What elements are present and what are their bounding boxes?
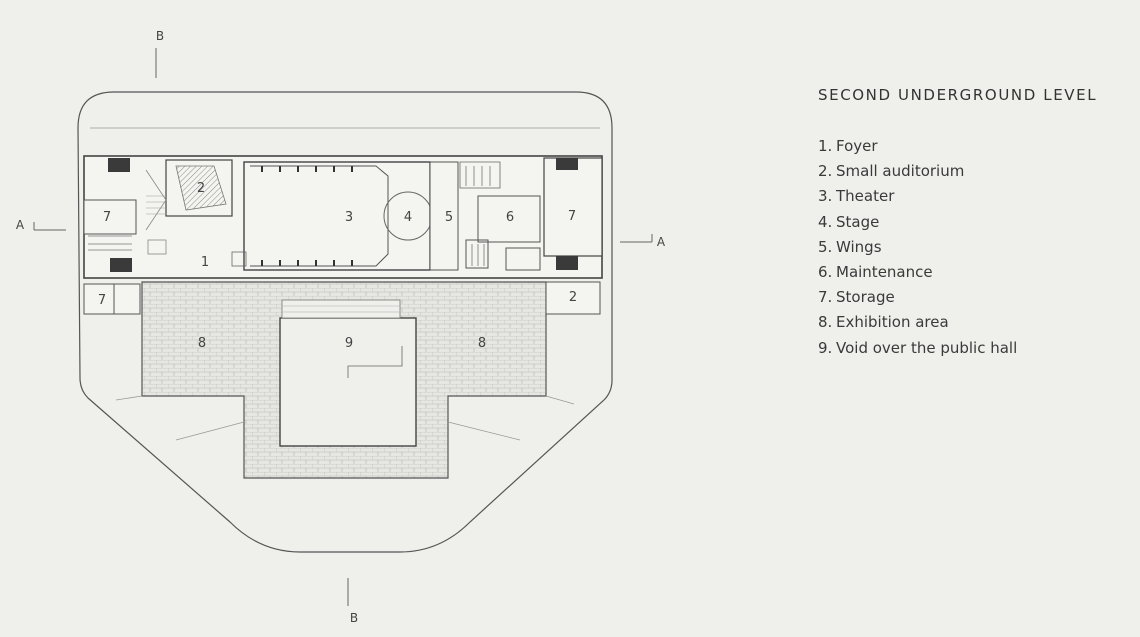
legend-label: Maintenance: [836, 263, 933, 282]
legend-number: 5.: [818, 237, 833, 256]
legend-number: 3.: [818, 187, 833, 206]
legend-label: Wings: [836, 237, 882, 256]
legend-title: SECOND UNDERGROUND LEVEL: [818, 86, 1098, 104]
room-label-storage-bottom: 7: [98, 293, 106, 308]
legend-label: Theater: [836, 187, 895, 206]
legend-item-storage: 7.Storage: [818, 285, 1118, 310]
legend-number: 7.: [818, 288, 833, 307]
legend-label: Foyer: [836, 137, 878, 155]
legend-list: 1.Foyer 2.Small auditorium 3.Theater 4.S…: [818, 134, 1118, 361]
section-line-a-left: [33, 222, 66, 231]
legend-item-theater: 3.Theater: [818, 184, 1118, 209]
section-line-a-right: [620, 234, 653, 243]
room-label-exhibition-right: 8: [478, 336, 486, 351]
room-label-foyer: 1: [201, 255, 209, 270]
legend-item-maintenance: 6.Maintenance: [818, 260, 1118, 285]
legend-number: 6.: [818, 263, 833, 282]
legend-number: 9.: [818, 338, 833, 357]
legend-label: Storage: [836, 288, 895, 307]
site-outline: [77, 91, 613, 553]
legend-item-foyer: 1.Foyer: [818, 134, 1118, 159]
legend-label: Small auditorium: [836, 162, 965, 181]
floor-plan: B B A A 1 2 2 3 4 5 6 7 7: [16, 29, 666, 625]
section-mark-b-top: B: [156, 29, 164, 43]
room-label-theater: 3: [345, 210, 353, 225]
room-label-storage-right: 7: [568, 209, 576, 224]
room-label-stage: 4: [404, 210, 412, 225]
legend-label: Exhibition area: [836, 313, 949, 332]
theater-room: [243, 161, 431, 271]
section-mark-a-right: A: [657, 235, 666, 249]
maintenance-room: [477, 195, 541, 243]
room-label-small-auditorium: 2: [197, 181, 205, 196]
section-mark-b-bottom: B: [350, 611, 358, 625]
room-label-storage-left: 7: [103, 210, 111, 225]
legend-label: Stage: [836, 212, 880, 231]
legend-label: Void over the public hall: [836, 338, 1018, 357]
room-label-small-auditorium-2: 2: [569, 290, 577, 305]
room-label-exhibition-left: 8: [198, 336, 206, 351]
void-over-public-hall: [279, 317, 417, 447]
legend: SECOND UNDERGROUND LEVEL 1.Foyer 2.Small…: [818, 86, 1118, 361]
legend-item-stage: 4.Stage: [818, 210, 1118, 235]
legend-item-void: 9.Void over the public hall: [818, 336, 1118, 361]
legend-number: 1.: [818, 137, 833, 155]
section-mark-a-left: A: [16, 218, 25, 232]
legend-number: 4.: [818, 212, 833, 231]
legend-number: 2.: [818, 162, 833, 181]
legend-number: 8.: [818, 313, 833, 332]
legend-item-wings: 5.Wings: [818, 235, 1118, 260]
legend-item-exhibition-area: 8.Exhibition area: [818, 310, 1118, 335]
room-label-maintenance: 6: [506, 210, 514, 225]
right-storage-room: [543, 157, 603, 257]
room-label-wings: 5: [445, 210, 453, 225]
room-label-void: 9: [345, 336, 353, 351]
legend-item-small-auditorium: 2.Small auditorium: [818, 159, 1118, 184]
